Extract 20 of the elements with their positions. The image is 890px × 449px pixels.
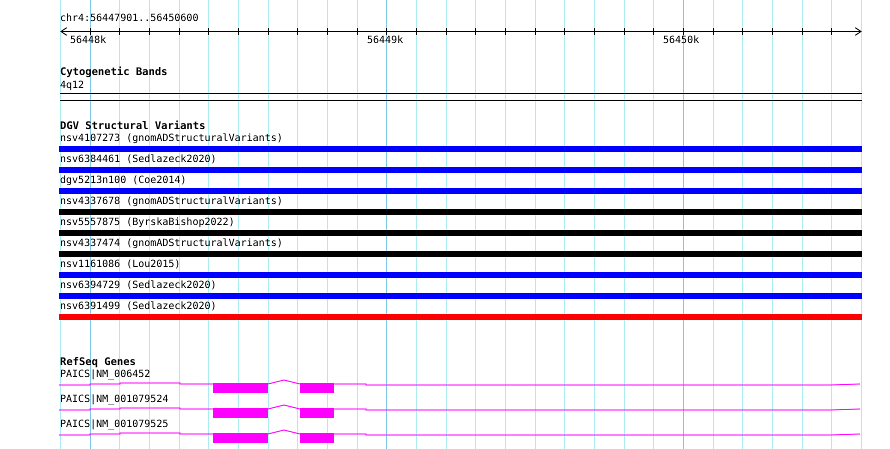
locus-label: chr4:56447901..56450600	[60, 13, 198, 24]
band-label: 4q12	[60, 80, 84, 91]
variant-label: nsv6394729 (Sedlazeck2020)	[60, 280, 217, 291]
track-heading: DGV Structural Variants	[60, 121, 206, 132]
variant-label: nsv6384461 (Sedlazeck2020)	[60, 154, 217, 165]
transcript-label: PAICS|NM_001079524	[60, 394, 168, 405]
variant-label: nsv1161086 (Lou2015)	[60, 259, 180, 270]
variant-label: nsv5557875 (ByrskaBishop2022)	[60, 217, 235, 228]
variant-label: dgv5213n100 (Coe2014)	[60, 175, 186, 186]
transcript-label: PAICS|NM_001079525	[60, 419, 168, 430]
track-heading: Cytogenetic Bands	[60, 67, 168, 78]
tick-label: 56450k	[663, 35, 700, 46]
variant-label: nsv4337678 (gnomADStructuralVariants)	[60, 196, 283, 207]
tick-label: 56449k	[367, 35, 404, 46]
transcript-label: PAICS|NM_006452	[60, 369, 150, 380]
variant-label: nsv6391499 (Sedlazeck2020)	[60, 301, 217, 312]
variant-label: nsv4337474 (gnomADStructuralVariants)	[60, 238, 283, 249]
track-heading: RefSeq Genes	[60, 357, 136, 368]
variant-label: nsv4107273 (gnomADStructuralVariants)	[60, 133, 283, 144]
tick-label: 56448k	[70, 35, 106, 46]
